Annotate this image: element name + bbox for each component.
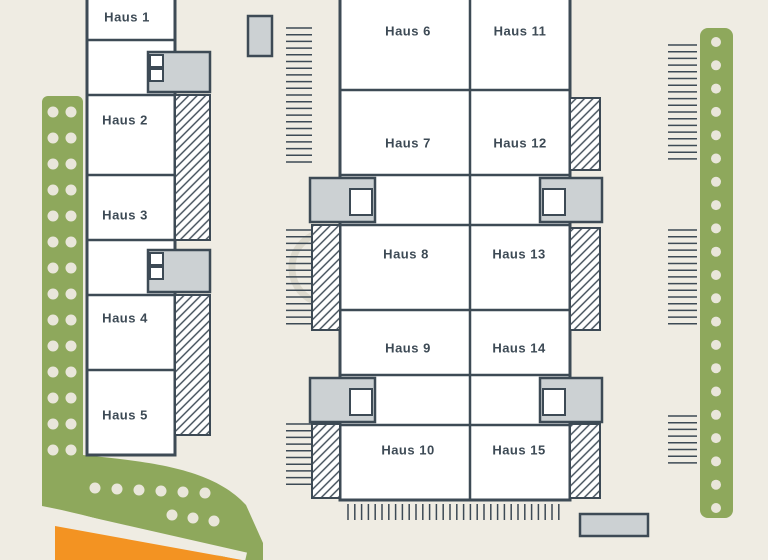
terrace-hatch xyxy=(569,423,601,499)
house-label-8: Haus 8 xyxy=(383,246,429,262)
entrance-door xyxy=(349,188,373,216)
house-label-13: Haus 13 xyxy=(492,246,546,262)
house-label-6: Haus 6 xyxy=(385,23,431,39)
house-label-11: Haus 11 xyxy=(493,23,547,39)
parking-ticks-bottom xyxy=(347,504,560,520)
greenery-bottom-band xyxy=(42,455,263,560)
building-left-row xyxy=(85,0,212,457)
house-label-7: Haus 7 xyxy=(385,135,431,151)
entrance-doors-left-row xyxy=(149,54,164,280)
footpath-gap xyxy=(47,507,247,560)
house-label-1: Haus 1 xyxy=(104,9,150,25)
party-walls-left-row xyxy=(87,38,175,372)
terrace-hatch xyxy=(174,94,211,241)
parking-ticks-left xyxy=(286,27,312,486)
entrance-doors-center-row xyxy=(349,188,566,416)
house-label-12: Haus 12 xyxy=(493,135,547,151)
house-label-14: Haus 14 xyxy=(492,340,546,356)
terrace-hatch xyxy=(174,294,211,436)
house-label-15: Haus 15 xyxy=(492,442,546,458)
house-label-9: Haus 9 xyxy=(385,340,431,356)
house-label-3: Haus 3 xyxy=(102,207,148,223)
terrace-hatch xyxy=(311,423,341,499)
paved-pad-top xyxy=(246,14,274,58)
building-center-outline xyxy=(338,0,572,502)
party-walls-center-row xyxy=(340,0,570,500)
building-center-row xyxy=(308,0,604,502)
parking-ticks-right xyxy=(668,44,697,464)
entrance-door xyxy=(149,266,164,280)
terrace-hatch xyxy=(569,227,601,331)
orange-road-wedge xyxy=(55,526,242,560)
entrance-door xyxy=(149,252,164,266)
entrance-door xyxy=(149,54,164,68)
tree-dots-right xyxy=(711,37,721,513)
tree-dots-bottom xyxy=(89,482,220,527)
house-label-4: Haus 4 xyxy=(102,310,148,326)
house-label-5: Haus 5 xyxy=(102,407,148,423)
entrance-door xyxy=(542,388,566,416)
house-label-2: Haus 2 xyxy=(102,112,148,128)
paved-pad-bottom-right xyxy=(578,512,650,538)
entrance-door xyxy=(542,188,566,216)
tree-dots-left xyxy=(47,106,77,456)
terrace-hatch xyxy=(311,224,341,331)
house-label-10: Haus 10 xyxy=(381,442,435,458)
greenery-left-strip xyxy=(42,96,83,470)
entrance-door xyxy=(349,388,373,416)
terrace-hatch xyxy=(569,97,601,171)
entrance-door xyxy=(149,68,164,82)
